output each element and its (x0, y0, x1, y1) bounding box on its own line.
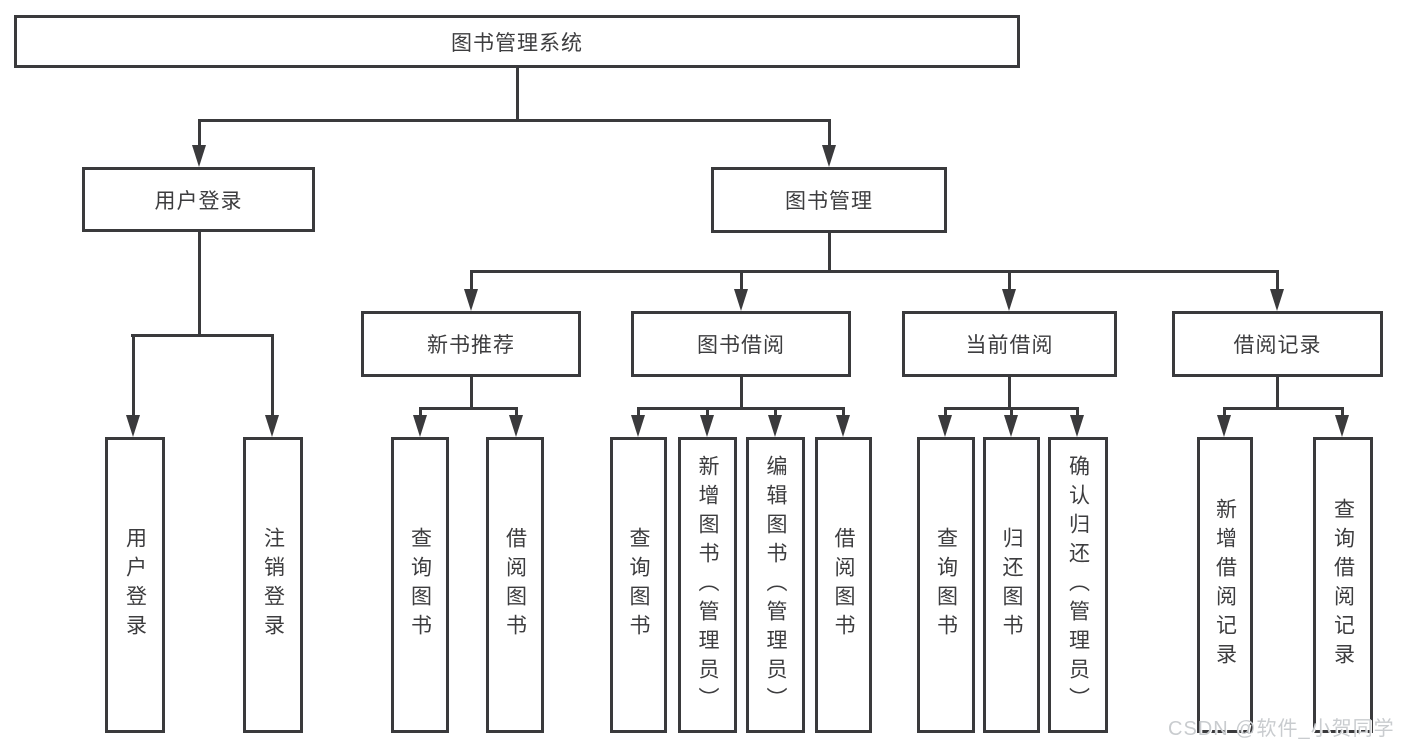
connector-records-stem (1276, 375, 1279, 409)
connector-leaf-login-shaft (132, 334, 135, 417)
node-book-management: 图书管理 (711, 167, 947, 233)
arrow-to-edit-book (768, 415, 782, 437)
connector-shaft (774, 407, 777, 417)
connector-shaft (515, 407, 518, 417)
node-new-book-recommend: 新书推荐 (361, 311, 581, 377)
connector-shaft (944, 407, 947, 417)
leaf-edit-book-admin: 编辑图书（管理员） (746, 437, 805, 733)
node-current-borrowing: 当前借阅 (902, 311, 1117, 377)
leaf-return-book: 归还图书 (983, 437, 1040, 733)
arrow-to-borrow-book-1 (509, 415, 523, 437)
leaf-add-borrow-record: 新增借阅记录 (1197, 437, 1253, 733)
connector-root-stem (516, 67, 519, 121)
connector-new-book-stem (470, 375, 473, 409)
arrow-to-add-book (700, 415, 714, 437)
connector-shaft (1076, 407, 1079, 417)
connector-book-mgmt-stem (828, 233, 831, 273)
arrow-to-current-borrow (1002, 289, 1016, 311)
arrow-to-leaf-logout (265, 415, 279, 437)
connector-records-shaft (1276, 270, 1279, 293)
leaf-borrow-book-2: 借阅图书 (815, 437, 872, 733)
leaf-logout: 注销登录 (243, 437, 303, 733)
connector-new-book-bar (419, 407, 517, 410)
connector-user-login-shaft (198, 119, 201, 149)
connector-user-login-stem (198, 232, 201, 337)
arrow-to-leaf-login (126, 415, 140, 437)
arrow-to-query-book-1 (413, 415, 427, 437)
connector-current-stem (1008, 375, 1011, 409)
leaf-borrow-book-1: 借阅图书 (486, 437, 544, 733)
arrow-to-borrow-book-2 (836, 415, 850, 437)
connector-borrow-shaft (740, 270, 743, 293)
connector-root-bar (198, 119, 831, 122)
arrow-to-add-record (1217, 415, 1231, 437)
arrow-to-borrow-records (1270, 289, 1284, 311)
leaf-confirm-return-admin: 确认归还（管理员） (1048, 437, 1108, 733)
arrow-to-book-borrow (734, 289, 748, 311)
connector-leaf-logout-shaft (271, 334, 274, 417)
arrow-to-new-book-rec (464, 289, 478, 311)
arrow-to-query-book-2 (631, 415, 645, 437)
connector-shaft (706, 407, 709, 417)
arrow-to-book-mgmt (822, 145, 836, 167)
connector-shaft (842, 407, 845, 417)
leaf-user-login: 用户登录 (105, 437, 165, 733)
connector-shaft (1223, 407, 1226, 417)
node-library-management-system: 图书管理系统 (14, 15, 1020, 68)
connector-shaft (1010, 407, 1013, 417)
node-user-login: 用户登录 (82, 167, 315, 232)
leaf-query-book-1: 查询图书 (391, 437, 449, 733)
leaf-query-book-2: 查询图书 (610, 437, 667, 733)
arrow-to-user-login (192, 145, 206, 167)
connector-shaft (637, 407, 640, 417)
connector-new-book-shaft (470, 270, 473, 293)
leaf-query-book-3: 查询图书 (917, 437, 975, 733)
connector-shaft (1341, 407, 1344, 417)
arrow-to-query-record (1335, 415, 1349, 437)
connector-records-bar (1223, 407, 1344, 410)
node-book-borrowing: 图书借阅 (631, 311, 851, 377)
arrow-to-confirm-return (1070, 415, 1084, 437)
connector-user-login-bar (131, 334, 274, 337)
arrow-to-query-book-3 (938, 415, 952, 437)
arrow-to-return-book (1004, 415, 1018, 437)
connector-shaft (419, 407, 422, 417)
csdn-watermark: CSDN @软件_小贺同学 (1168, 718, 1395, 740)
connector-book-mgmt-shaft (828, 119, 831, 149)
leaf-add-book-admin: 新增图书（管理员） (678, 437, 737, 733)
leaf-query-borrow-record: 查询借阅记录 (1313, 437, 1373, 733)
connector-current-shaft (1008, 270, 1011, 293)
connector-borrow-bar (637, 407, 844, 410)
connector-borrow-stem (740, 375, 743, 409)
node-borrowing-records: 借阅记录 (1172, 311, 1383, 377)
connector-book-mgmt-bar (470, 270, 1279, 273)
